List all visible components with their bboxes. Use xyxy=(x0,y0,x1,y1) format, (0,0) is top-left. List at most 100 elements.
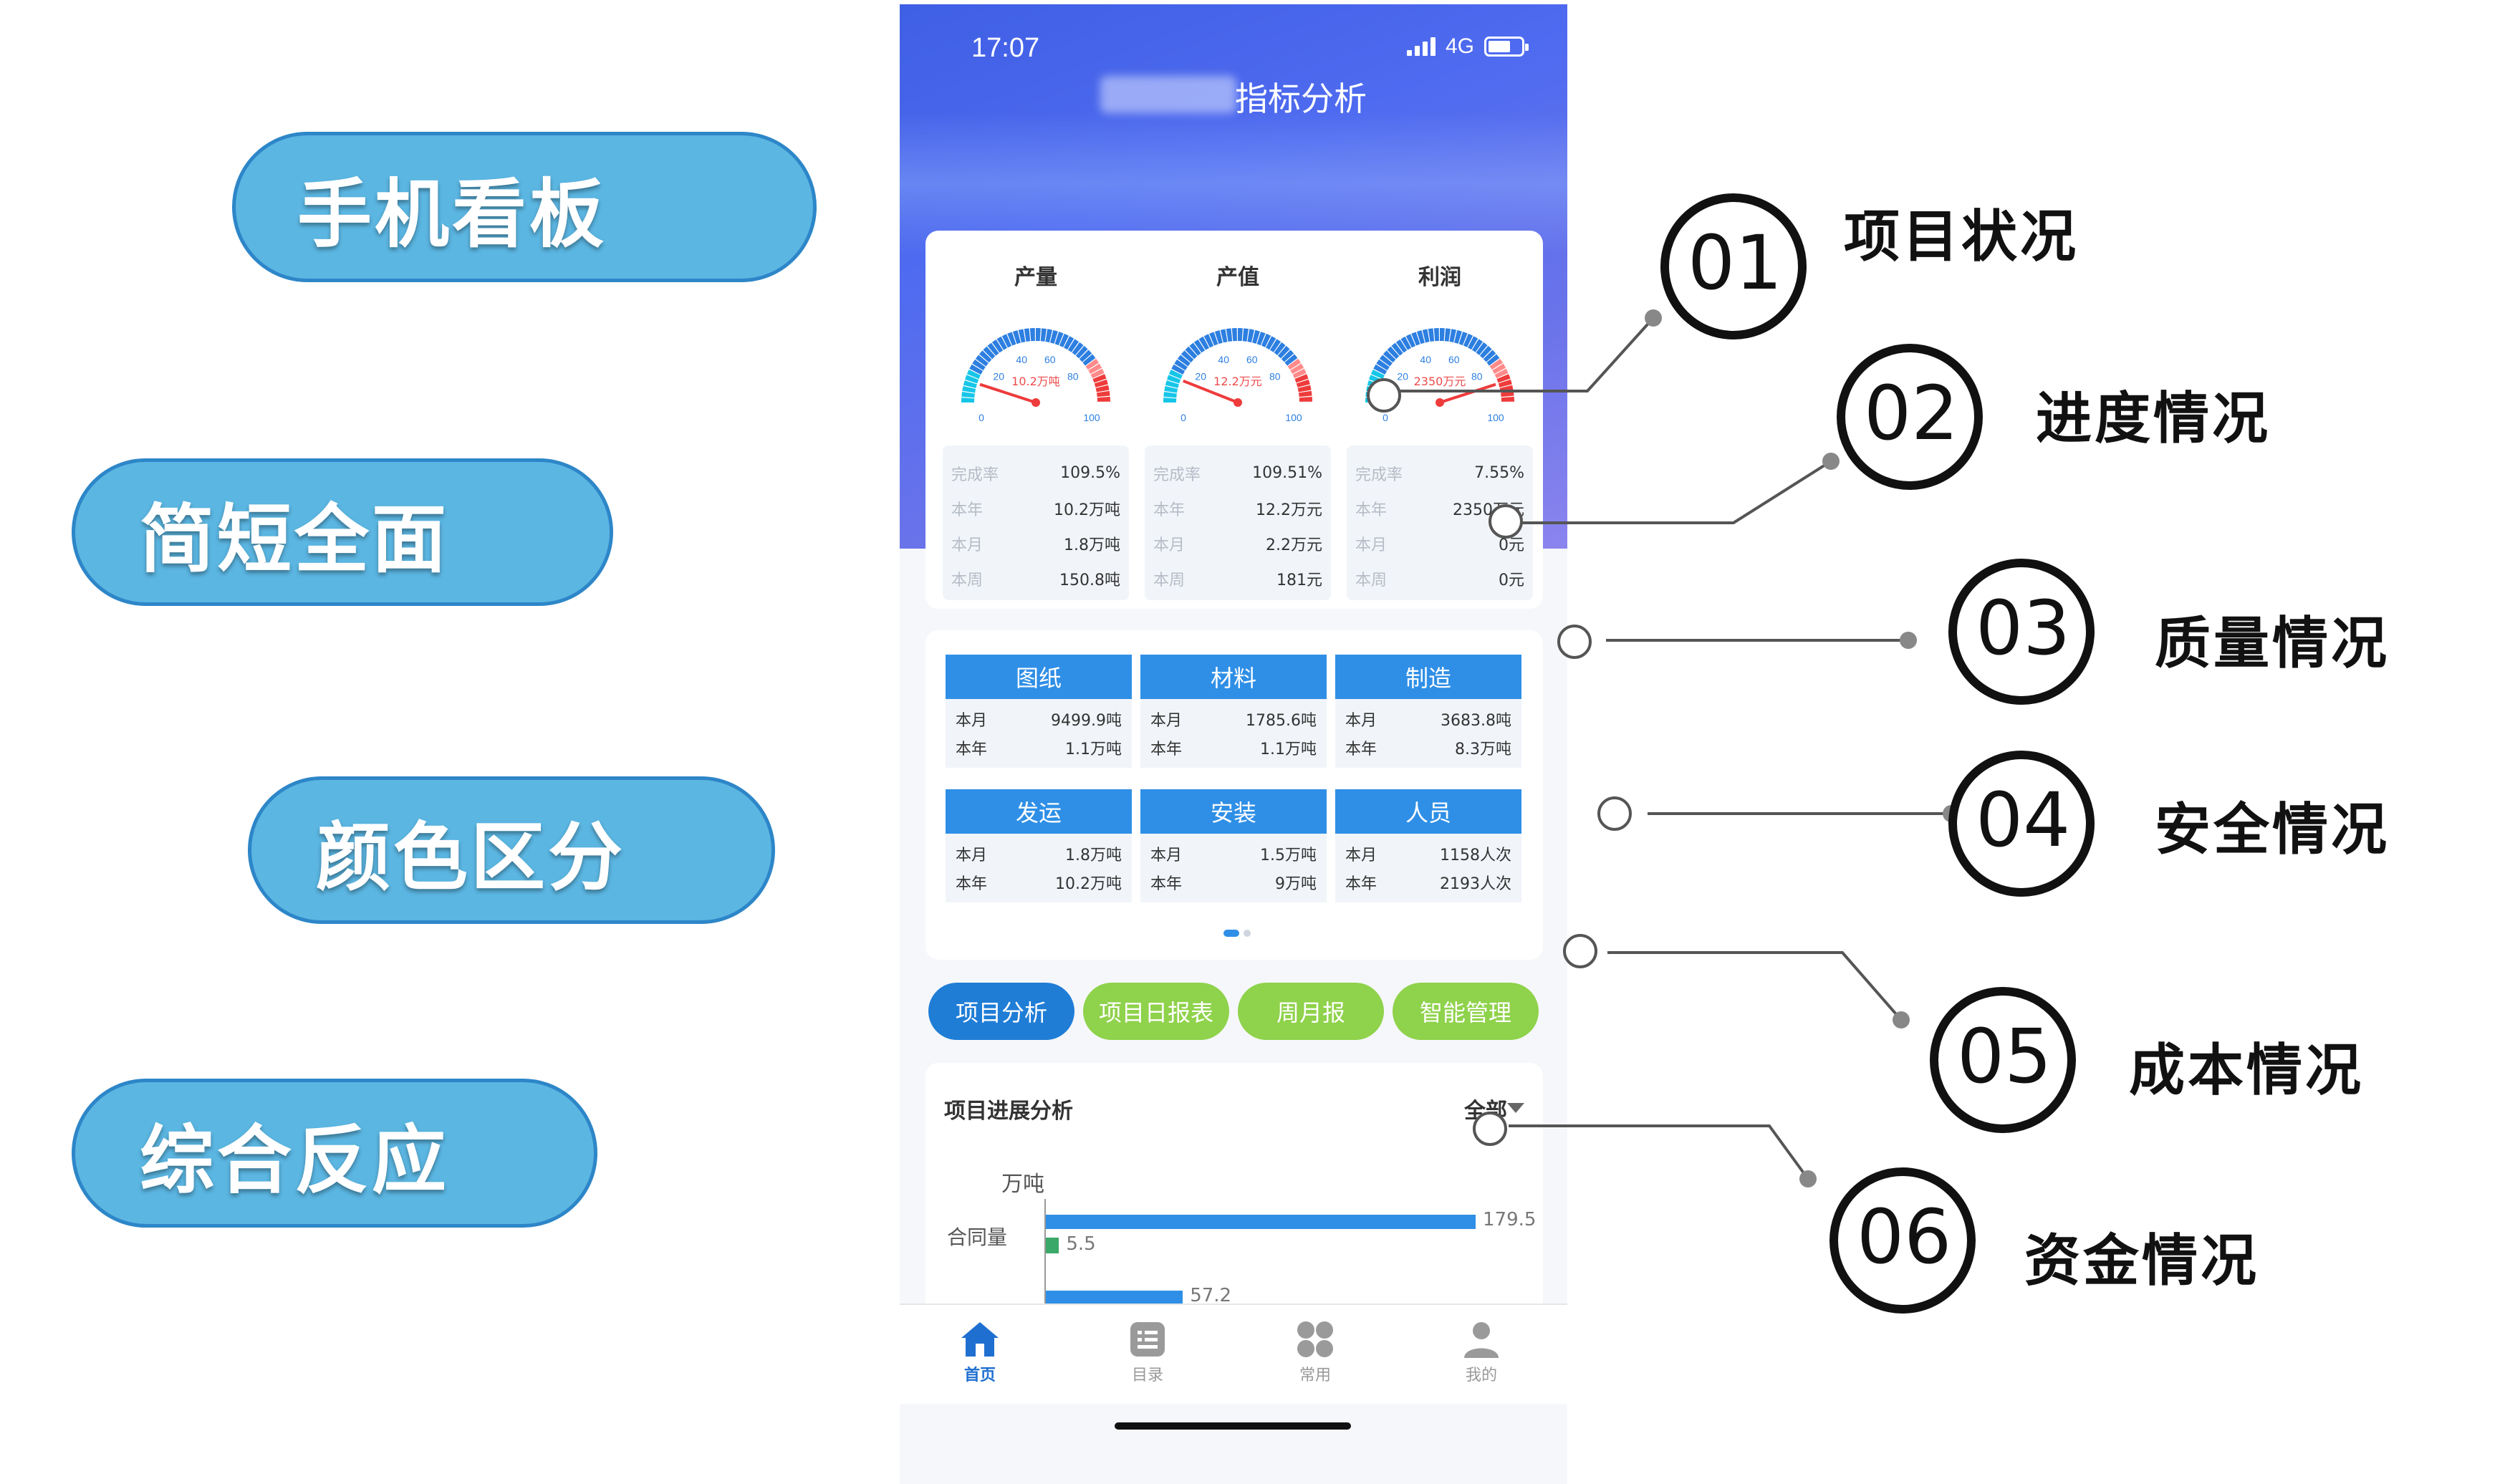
gauge-segment xyxy=(1045,329,1053,343)
progress-title: 项目进展分析 xyxy=(944,1099,1073,1124)
gauge-segment xyxy=(1297,385,1312,392)
stat-key: 本月 xyxy=(1150,712,1183,730)
stat-value: 10.2万吨 xyxy=(1055,875,1122,893)
gauge-segment xyxy=(1092,374,1107,383)
bar-contract-secondary[interactable] xyxy=(1046,1238,1059,1253)
page-dot-active[interactable] xyxy=(1223,930,1239,937)
gauge-segment xyxy=(1165,380,1179,388)
gauge-segment xyxy=(1252,329,1260,344)
gauge-tick-label: 100 xyxy=(1083,412,1100,423)
gauge-segment xyxy=(1064,336,1074,350)
gauge-tick-label: 0 xyxy=(1181,412,1186,423)
status-time: 17:07 xyxy=(971,33,1040,63)
gauge-segment xyxy=(1383,350,1396,363)
stat-value: 109.51% xyxy=(1252,464,1322,482)
gauge-tick-label: 100 xyxy=(1487,412,1504,423)
callout-anchor xyxy=(1557,625,1592,659)
gauge-segment xyxy=(1281,350,1294,362)
bar-value-label: 57.2 xyxy=(1190,1285,1232,1306)
stat-value: 1.5万吨 xyxy=(1260,847,1317,864)
bar-contract-primary[interactable] xyxy=(1046,1215,1476,1229)
gauge-segment xyxy=(1090,368,1105,379)
callout-line-06 xyxy=(1509,1124,1809,1180)
gauge-segment xyxy=(1479,345,1492,359)
bar-next-primary[interactable] xyxy=(1046,1291,1183,1305)
gauge-segment xyxy=(961,398,975,403)
nav-button-weekly-monthly[interactable]: 周月报 xyxy=(1238,983,1384,1040)
gauge-segment xyxy=(1483,350,1496,362)
gauge-segment xyxy=(1072,342,1084,355)
gauge-pivot xyxy=(1436,398,1444,407)
gauge-segment xyxy=(1001,334,1012,348)
callout-dot xyxy=(1645,309,1662,327)
gauge-needle xyxy=(1183,379,1239,404)
gauge-segment xyxy=(1290,363,1304,374)
callout-anchor xyxy=(1473,1112,1507,1146)
gauge-segment xyxy=(1174,359,1188,371)
gauge-segment xyxy=(1501,396,1514,402)
gauge-segment xyxy=(1277,345,1290,359)
nav-button-smart-management[interactable]: 智能管理 xyxy=(1393,983,1539,1040)
gauge-segment xyxy=(991,339,1004,353)
gauge-segment xyxy=(1059,333,1069,347)
gauge-segment xyxy=(983,346,996,360)
gauge-segment xyxy=(1185,346,1198,360)
pagination-dots[interactable] xyxy=(1223,930,1251,937)
tab-home[interactable]: 首页 xyxy=(937,1319,1023,1385)
stat-value: 109.5% xyxy=(1060,464,1120,482)
gauge-segment xyxy=(1029,328,1035,342)
tab-profile[interactable]: 我的 xyxy=(1438,1319,1524,1385)
gauge-segment xyxy=(1220,329,1228,343)
gauge-segment xyxy=(1489,358,1503,370)
tab-label: 常用 xyxy=(1299,1367,1331,1384)
stat-key: 本年 xyxy=(951,501,984,519)
network-type: 4G xyxy=(1445,34,1474,58)
tab-catalog[interactable]: 目录 xyxy=(1105,1319,1191,1385)
nav-button-project-analysis[interactable]: 项目分析 xyxy=(928,983,1074,1040)
tab-favorites[interactable]: 常用 xyxy=(1272,1319,1358,1385)
gauge-segment xyxy=(1440,328,1445,342)
chevron-down-icon[interactable] xyxy=(1507,1103,1524,1113)
category-title: 发运 xyxy=(946,789,1132,834)
callout-dot xyxy=(1900,632,1917,649)
annotation-label: 资金情况 xyxy=(2024,1229,2260,1293)
stat-value: 2193人次 xyxy=(1440,875,1511,893)
callout-line-02 xyxy=(1506,460,1832,524)
home-indicator[interactable] xyxy=(1115,1422,1351,1430)
gauge-segment xyxy=(1238,328,1243,342)
gauge-segment xyxy=(1486,354,1500,366)
stat-value: 1.1万吨 xyxy=(1260,741,1317,758)
gauge-segment xyxy=(1214,330,1223,344)
annotation-label: 质量情况 xyxy=(2155,612,2390,676)
gauge-segment xyxy=(1299,396,1312,402)
page-dot[interactable] xyxy=(1244,930,1251,937)
gauge-segment xyxy=(1261,333,1271,347)
gauge-tick-label: 40 xyxy=(1016,354,1027,365)
gauge-segment xyxy=(1492,363,1506,374)
annotation-label: 进度情况 xyxy=(2036,387,2271,451)
gauge-segment xyxy=(1097,396,1110,402)
annotation-label: 成本情况 xyxy=(2129,1039,2365,1103)
gauge-segment xyxy=(1274,342,1286,355)
nav-button-daily-report[interactable]: 项目日报表 xyxy=(1083,983,1229,1040)
number-badge-04 xyxy=(1948,751,2095,897)
grid-icon xyxy=(1297,1321,1333,1357)
gauge-tick-label: 60 xyxy=(1044,354,1056,365)
number-badge-03 xyxy=(1948,559,2095,705)
